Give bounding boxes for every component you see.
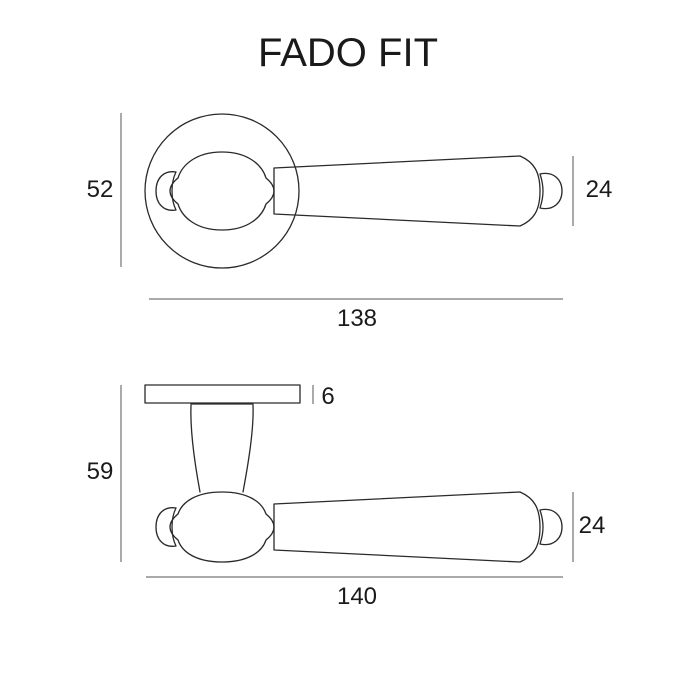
lever-body xyxy=(273,155,541,227)
side-height-dimension-label: 59 xyxy=(87,458,114,485)
side-knuckle-outline xyxy=(169,491,275,563)
rose-plate xyxy=(144,384,301,404)
rose-dimension-label: 6 xyxy=(321,383,334,410)
side-left-end-cap xyxy=(155,507,177,547)
top-view: 52 24 138 xyxy=(87,113,613,332)
rose-outline xyxy=(144,113,300,269)
side-lever-body xyxy=(273,491,541,563)
right-end-cap xyxy=(539,172,563,210)
knuckle-outline xyxy=(169,151,275,231)
neck-outline xyxy=(190,404,254,493)
side-length-dimension-label: 140 xyxy=(337,583,377,610)
side-view: 6 59 24 140 xyxy=(87,383,606,610)
product-title: FADO FIT xyxy=(258,31,438,75)
side-grip-dimension-label: 24 xyxy=(579,512,606,539)
height-dimension-label: 52 xyxy=(87,176,114,203)
side-right-end-cap xyxy=(539,508,563,546)
left-end-cap xyxy=(155,171,177,211)
length-dimension-label: 138 xyxy=(337,305,377,332)
grip-dimension-label: 24 xyxy=(586,176,613,203)
